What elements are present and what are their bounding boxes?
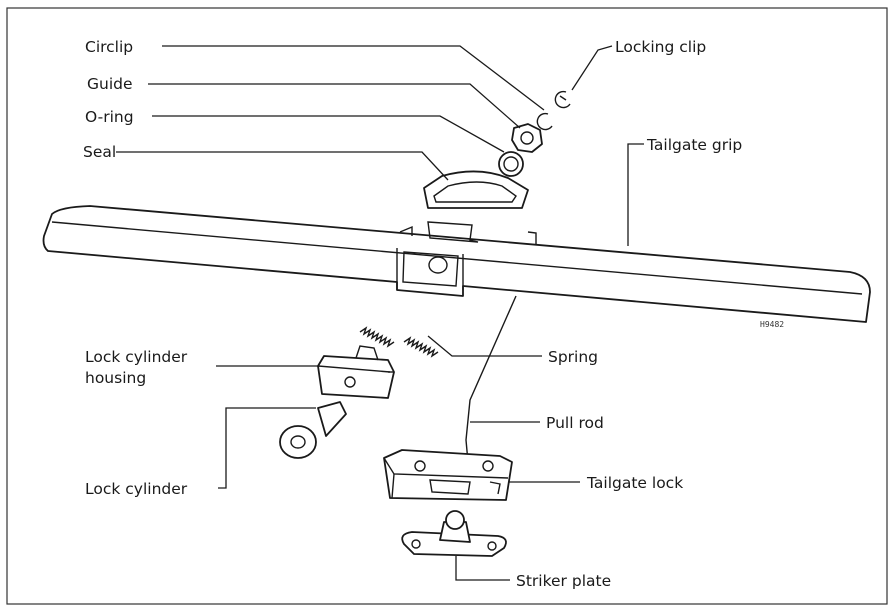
leader-tailgate-grip xyxy=(627,143,644,246)
leader-lock-cylinder xyxy=(218,407,316,489)
label-lock-cylinder: Lock cylinder xyxy=(85,480,188,498)
leader-striker-plate xyxy=(455,556,510,581)
label-guide: Guide xyxy=(87,75,133,93)
diagram-border xyxy=(6,7,888,605)
spring-right-part xyxy=(403,336,439,358)
tailgate-lock-part xyxy=(383,449,513,501)
seal-part xyxy=(423,170,529,209)
label-lock-cylinder-housing-line2: housing xyxy=(85,369,146,387)
guide-part xyxy=(511,123,543,153)
label-circlip: Circlip xyxy=(85,38,133,56)
striker-plate-part xyxy=(401,510,507,557)
label-o-ring: O-ring xyxy=(85,108,134,126)
o-ring-part xyxy=(498,151,524,177)
spring-left-part xyxy=(359,326,395,348)
tailgate-grip-part xyxy=(42,205,871,323)
label-tailgate-grip: Tailgate grip xyxy=(646,136,742,154)
lock-cylinder-part xyxy=(279,401,347,459)
lock-cylinder-housing-part xyxy=(316,345,395,399)
leader-o-ring xyxy=(152,115,505,153)
label-lock-cylinder-housing-line1: Lock cylinder xyxy=(85,348,188,366)
label-spring: Spring xyxy=(548,348,598,366)
leader-spring xyxy=(427,335,542,357)
pull-rod-part xyxy=(465,295,517,463)
circlip-part xyxy=(536,112,553,131)
label-tailgate-lock: Tailgate lock xyxy=(586,474,683,492)
locking-clip-part xyxy=(554,90,571,109)
figure-code: H9482 xyxy=(760,320,784,329)
leader-lines xyxy=(116,45,644,581)
leader-guide xyxy=(148,83,521,129)
label-pull-rod: Pull rod xyxy=(546,414,604,432)
leader-locking-clip xyxy=(571,45,613,91)
label-seal: Seal xyxy=(83,143,116,161)
leader-seal xyxy=(116,151,449,181)
label-striker-plate: Striker plate xyxy=(516,572,611,590)
leader-circlip xyxy=(162,45,545,111)
label-locking-clip: Locking clip xyxy=(615,38,706,56)
